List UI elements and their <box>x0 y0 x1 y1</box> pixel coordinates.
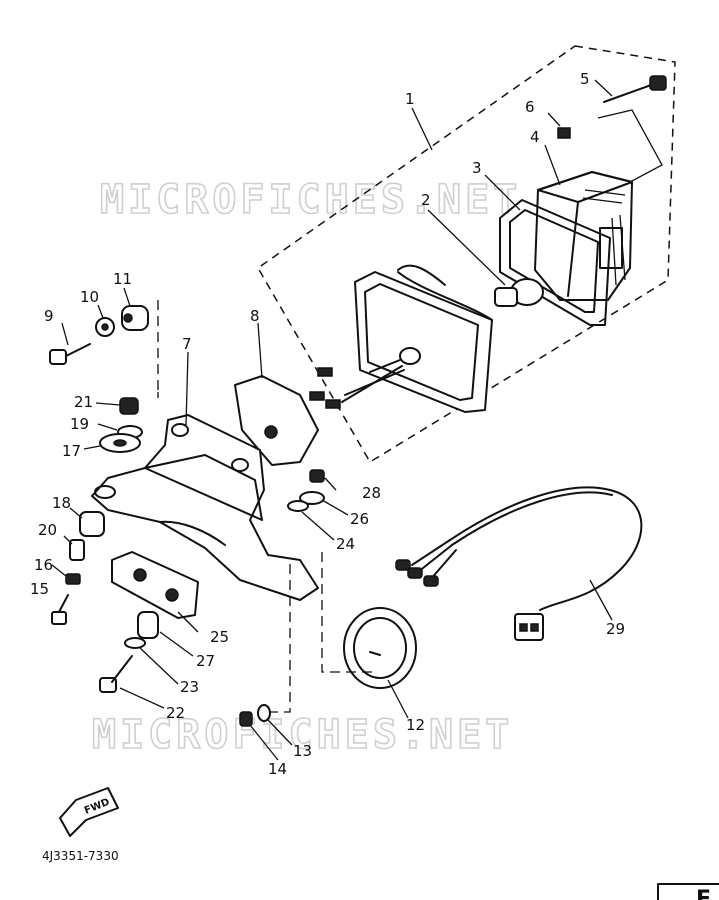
callout-7: 7 <box>182 335 192 353</box>
callout-13: 13 <box>293 742 312 760</box>
callout-19: 19 <box>70 415 89 433</box>
lens-assembly-boundary <box>257 45 676 464</box>
callout-27: 27 <box>196 652 215 670</box>
bracket-plate-hole <box>264 425 278 439</box>
watermark-top: MICROFICHES.NET <box>100 177 521 223</box>
wire-harness-29 <box>395 486 643 641</box>
cap-12 <box>343 607 417 689</box>
callout-15: 15 <box>30 580 49 598</box>
lens-gasket <box>499 199 611 326</box>
callout-6: 6 <box>525 98 535 116</box>
bulb <box>494 278 544 307</box>
fwd-arrow: FWD <box>59 787 119 837</box>
lens-gasket-inner <box>509 209 599 313</box>
corner-letter: E <box>696 887 711 900</box>
callout-4: 4 <box>530 128 540 146</box>
callout-8: 8 <box>250 307 260 325</box>
bolt-bracket <box>597 109 663 183</box>
callout-24: 24 <box>336 535 355 553</box>
callout-3: 3 <box>472 159 482 177</box>
callout-17: 17 <box>62 442 81 460</box>
callout-16: 16 <box>34 556 53 574</box>
bracket-plate-8 <box>234 375 319 466</box>
callout-20: 20 <box>38 521 57 539</box>
stay-7 <box>91 414 319 601</box>
corner-section-mark: E <box>657 883 719 900</box>
watermark-bottom: MICROFICHES.NET <box>92 712 513 758</box>
bolt-5 <box>603 75 667 103</box>
callout-28: 28 <box>362 484 381 502</box>
callout-9: 9 <box>44 307 54 325</box>
callout-2: 2 <box>421 191 431 209</box>
callouts: 1 2 3 4 5 6 7 8 9 10 11 12 13 14 15 16 1… <box>30 70 625 778</box>
diagram-code: 4J3351-7330 <box>42 849 119 863</box>
callout-12: 12 <box>406 716 425 734</box>
callout-23: 23 <box>180 678 199 696</box>
callout-10: 10 <box>80 288 99 306</box>
nut-6 <box>557 127 571 139</box>
lamp-housing <box>309 264 493 413</box>
callout-26: 26 <box>350 510 369 528</box>
reflector-25 <box>111 551 199 619</box>
callout-1: 1 <box>405 90 415 108</box>
callout-29: 29 <box>606 620 625 638</box>
callout-5: 5 <box>580 70 590 88</box>
hardware <box>49 305 325 727</box>
callout-21: 21 <box>74 393 93 411</box>
callout-25: 25 <box>210 628 229 646</box>
callout-18: 18 <box>52 494 71 512</box>
callout-11: 11 <box>113 270 132 288</box>
leader-lines <box>51 79 613 761</box>
callout-14: 14 <box>268 760 287 778</box>
callout-22: 22 <box>166 704 185 722</box>
